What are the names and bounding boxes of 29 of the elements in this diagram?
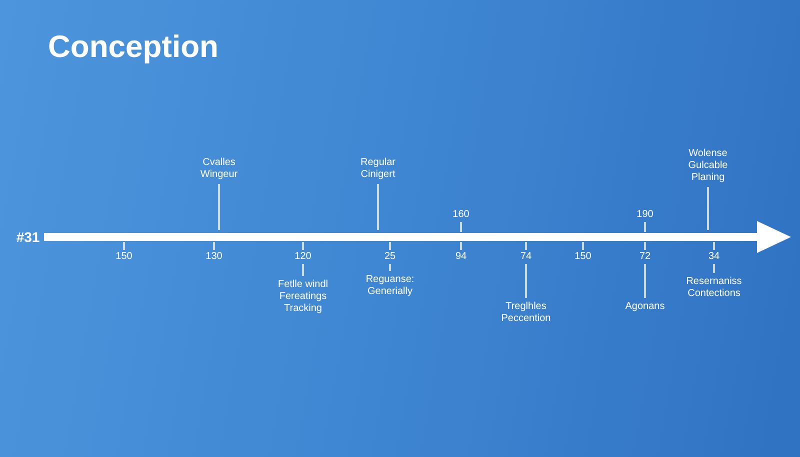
tick-label: 150	[116, 251, 132, 263]
leader-line	[389, 264, 391, 271]
leader-line	[525, 264, 527, 298]
leader-line	[218, 184, 220, 230]
tick-label: 25	[383, 251, 397, 263]
callout-text: Reguanse: Generially	[364, 274, 416, 298]
callout-text: Regular Cinigert	[359, 157, 397, 181]
tick-label: 74	[519, 251, 533, 263]
callout-text: Treglhles Peccention	[500, 301, 552, 325]
tick-label: 94	[455, 251, 467, 263]
leader-line	[644, 264, 646, 298]
leader-line	[302, 264, 304, 276]
callout-text: Wolense Gulcable Planing	[687, 148, 729, 184]
callout-text: Fetlle windl Fereatings Tracking	[276, 279, 330, 315]
leader-line	[377, 184, 379, 230]
callout-text: Agonans	[624, 301, 666, 313]
callout-text: Cvalles Wingeur	[199, 157, 239, 181]
leader-line	[707, 187, 709, 230]
tick-label: 34	[707, 251, 721, 263]
leader-line	[713, 264, 715, 273]
tick-label: 150	[574, 251, 592, 263]
tick-label: 120	[294, 251, 312, 263]
start-label: #31	[16, 229, 40, 245]
tick-label: 72	[638, 251, 652, 263]
tick-label: 130	[206, 251, 222, 263]
title: Conception	[48, 28, 218, 66]
callout-text: Resernaniss Contections	[685, 276, 743, 300]
tick-label: 190	[636, 209, 654, 221]
tick-label: 160	[452, 209, 470, 221]
